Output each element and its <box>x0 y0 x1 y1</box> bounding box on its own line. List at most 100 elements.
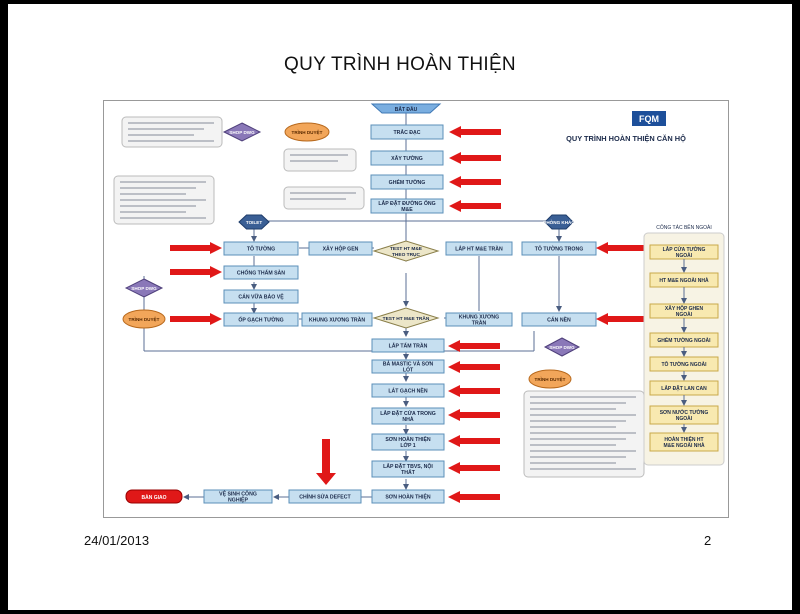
decision-shop-dwg-left-label: SHOP DWG <box>131 286 157 291</box>
start-label: BẮT ĐẦU <box>395 105 418 113</box>
logo-text: FQM <box>639 114 659 124</box>
red-arrow-right-1 <box>596 242 648 254</box>
lower-step-2 <box>371 359 445 374</box>
red-arrow-main-1 <box>449 126 501 138</box>
lower-step-6 <box>371 460 445 478</box>
decision-trinh-duyet-left <box>122 309 166 329</box>
left-step-3 <box>223 289 299 304</box>
logo-badge <box>632 111 666 126</box>
red-arrow-lower-7 <box>448 491 500 503</box>
start-shape <box>370 103 442 114</box>
outside-step-7-label: NGOÀI <box>676 415 693 422</box>
main-step-4-label: LẮP ĐẶT ĐƯỜNG ỐNG <box>378 199 435 207</box>
center-step-2 <box>301 312 373 327</box>
left-step-4-label: ỐP GẠCH TƯỜNG <box>238 316 283 324</box>
note-center-mid <box>283 186 365 210</box>
lower-step-7-label: SƠN HOÀN THIỆN <box>385 493 431 501</box>
red-arrow-right-4 <box>596 313 648 325</box>
left-step-2-label: CHỐNG THẤM SÀN <box>237 270 285 277</box>
right-step-3-label: KHUNG XƯƠNG <box>459 314 499 320</box>
outside-step-2-label: HT M&E NGOÀI NHÀ <box>659 277 709 284</box>
red-arrow-lower-3 <box>448 385 500 397</box>
diagram-heading: QUY TRÌNH HOÀN THIỆN CĂN HỘ <box>566 134 686 143</box>
outside-step-1-label: LẮP CỬA TƯỜNG <box>663 245 706 253</box>
red-arrow-lower-1 <box>448 340 500 352</box>
process-flowchart: FQM QUY TRÌNH HOÀN THIỆN CĂN HỘ BẮT ĐẦU TRẮ… <box>103 100 729 518</box>
right-step-4 <box>521 312 597 327</box>
decision-trinh-duyet-right-label: TRÌNH DUYỆT <box>535 375 566 382</box>
hex-phong-khac-label: PHÒNG KHÁC <box>543 218 575 225</box>
left-step-1 <box>223 241 299 256</box>
note-bottom-right <box>523 390 645 478</box>
red-arrow-left-1 <box>170 242 222 254</box>
outside-step-6-label: LẮP ĐẶT LAN CAN <box>661 384 707 392</box>
footer-date: 24/01/2013 <box>84 533 150 548</box>
main-step-4-label: M&E <box>401 207 413 213</box>
red-arrow-lower-5 <box>448 435 500 447</box>
right-step-2 <box>521 241 597 256</box>
note-center-top <box>283 148 357 172</box>
lower-step-7 <box>371 489 445 504</box>
end-shape <box>125 489 183 504</box>
lower-step-5-label: SƠN HOÀN THIỆN <box>385 435 431 443</box>
outside-step-1-label: NGOÀI <box>676 252 693 259</box>
test-1-label-b: THEO TRỤC <box>392 252 421 258</box>
lower-step-6-label: LẮP ĐẶT TBVS, NỘI <box>383 462 433 470</box>
note-top-left <box>121 116 223 148</box>
bottom-step-ve-sinh-label: VỆ SINH CÔNG <box>219 489 257 497</box>
left-step-2 <box>223 265 299 280</box>
left-step-1-label: TÔ TƯỜNG <box>247 245 275 253</box>
decision-shop-dwg-top-label: SHOP DWG <box>229 130 255 135</box>
bottom-step-ve-sinh-label: NGHIỆP <box>228 496 248 504</box>
right-step-2-label: TÔ TƯỜNG TRONG <box>535 245 584 253</box>
lower-step-5-label: LỚP 1 <box>400 441 415 449</box>
slide-title: QUY TRÌNH HOÀN THIỆN <box>284 54 516 75</box>
left-step-4 <box>223 312 299 327</box>
main-step-3-label: GHÉM TƯỜNG <box>389 178 426 186</box>
lower-step-4-label: LẮP ĐẶT CỬA TRONG <box>380 409 436 417</box>
main-step-4 <box>370 198 444 214</box>
outside-step-3-label: XÂY HỘP GHEN <box>665 304 704 312</box>
decision-trinh-duyet-top <box>284 122 330 142</box>
center-step-1-label: XÂY HỘP GEN <box>323 245 359 253</box>
outside-step-8-label: HOÀN THIỆN HT <box>664 435 703 443</box>
red-arrow-lower-4 <box>448 409 500 421</box>
decision-shop-dwg-left <box>124 278 164 298</box>
lower-step-1 <box>371 338 445 353</box>
main-step-1-label: TRẮC ĐẠC <box>393 128 420 136</box>
test-2-shape <box>372 307 440 329</box>
slide: QUY TRÌNH HOÀN THIỆN <box>8 4 792 610</box>
bottom-step-defect <box>288 489 362 504</box>
lower-step-2-label: BẢ MASTIC VÀ SƠN <box>383 360 434 367</box>
lower-step-4-label: NHÀ <box>402 416 413 423</box>
right-step-3-label: TRẦN <box>472 320 487 327</box>
lower-step-2-label: LÓT <box>403 366 414 374</box>
decision-trinh-duyet-top-label: TRÌNH DUYỆT <box>292 128 323 135</box>
main-step-1 <box>370 124 444 140</box>
decision-trinh-duyet-right <box>528 369 572 389</box>
center-step-2-label: KHUNG XƯƠNG TRẦN <box>309 317 366 324</box>
right-step-1-label: LẮP HT M&E TRẦN <box>455 245 503 253</box>
lower-step-3 <box>371 383 445 398</box>
decision-shop-dwg-right-label: SHOP DWG <box>549 345 575 350</box>
test-2-label: TEST HT M&E TRẦN <box>383 315 430 322</box>
lower-step-5 <box>371 433 445 451</box>
red-arrow-lower-6 <box>448 462 500 474</box>
main-step-2-label: XÂY TƯỜNG <box>391 154 423 162</box>
outside-step-8 <box>649 432 719 452</box>
decision-shop-dwg-top <box>222 122 262 142</box>
bottom-step-ve-sinh <box>203 489 273 504</box>
lower-step-6-label: THẤT <box>401 469 416 476</box>
right-step-4-label: CÁN NỀN <box>547 317 571 324</box>
outside-heading: CÔNG TÁC BÊN NGOÀI <box>656 223 711 231</box>
bottom-step-defect-label: CHỈNH SỬA DEFECT <box>299 494 351 501</box>
outside-step-5-label: TÔ TƯỜNG NGOÀI <box>661 360 707 368</box>
main-step-2 <box>370 150 444 166</box>
outside-step-7-label: SƠN NƯỚC TƯỜNG <box>660 408 709 416</box>
decision-trinh-duyet-left-label: TRÌNH DUYỆT <box>129 315 160 322</box>
page-number: 2 <box>704 533 712 548</box>
lower-step-3-label: LÁT GẠCH NỀN <box>388 388 427 395</box>
main-step-3 <box>370 174 444 190</box>
red-arrow-left-2 <box>170 266 222 278</box>
end-label: BÀN GIAO <box>142 494 167 501</box>
